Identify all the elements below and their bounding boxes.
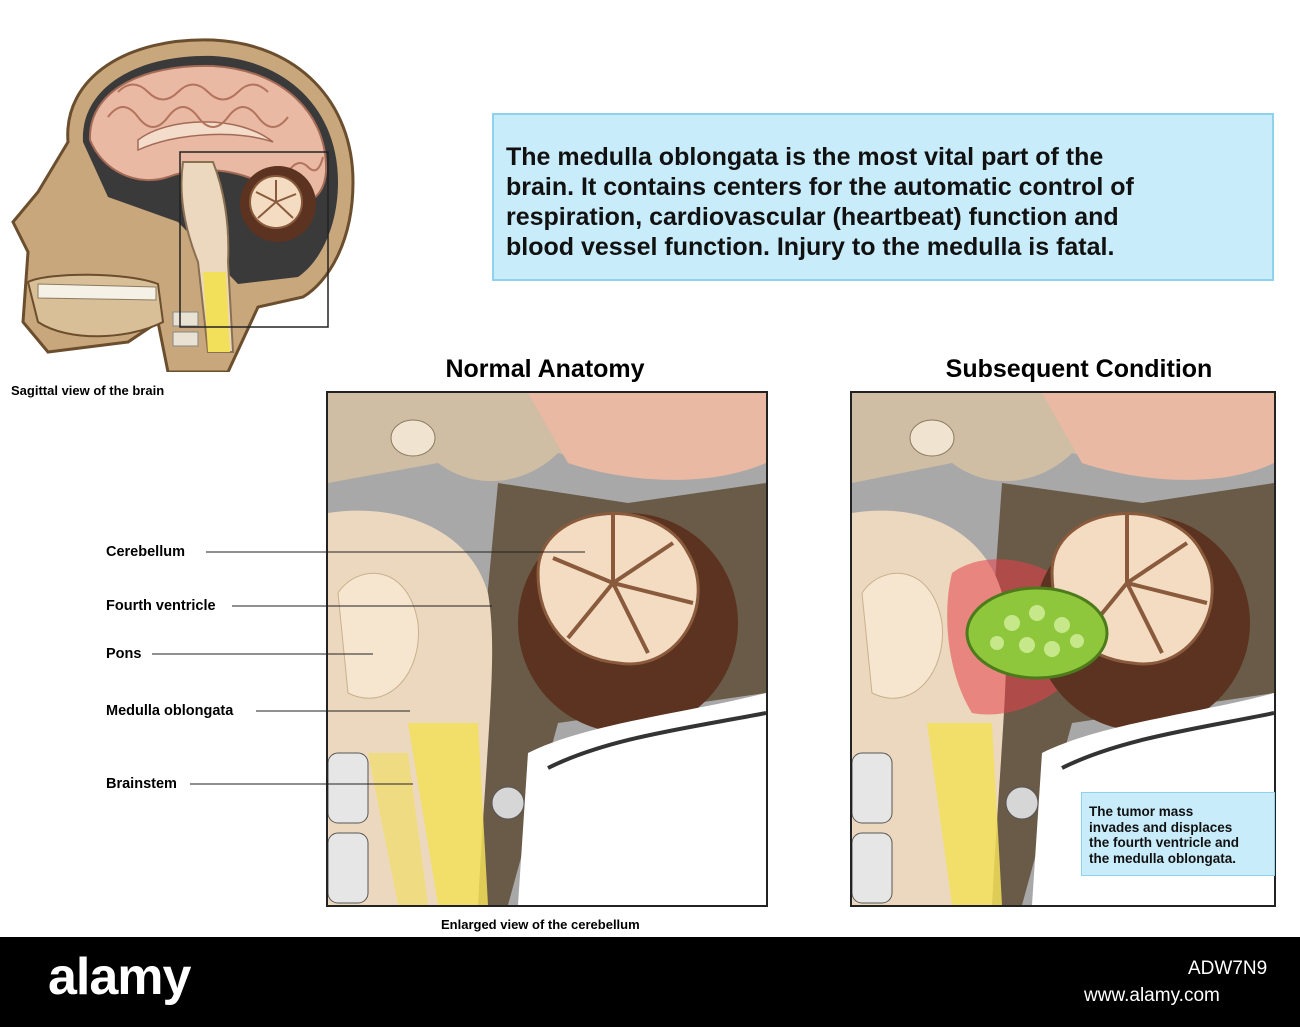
info-line-1: The medulla oblongata is the most vital … (506, 143, 1104, 171)
sagittal-head-illustration (11, 38, 355, 372)
subsequent-condition-heading: Subsequent Condition (945, 355, 1213, 383)
label-pons: Pons (106, 646, 142, 662)
info-line-4: blood vessel function. Injury to the med… (506, 233, 1115, 261)
normal-anatomy-heading: Normal Anatomy (445, 355, 645, 383)
tumor-note-line-4: the medulla oblongata. (1089, 850, 1237, 866)
leader-lines (152, 551, 585, 785)
label-medulla-oblongata: Medulla oblongata (106, 703, 234, 719)
info-line-3: respiration, cardiovascular (heartbeat) … (506, 203, 1119, 231)
tumor-note: The tumor mass invades and displaces the… (1081, 792, 1275, 876)
normal-anatomy-panel (326, 391, 768, 907)
alamy-logo: alamy (48, 948, 191, 1006)
info-line-2: brain. It contains centers for the autom… (506, 173, 1134, 201)
tumor-note-line-1: The tumor mass (1089, 804, 1194, 819)
label-fourth-ventricle: Fourth ventricle (106, 598, 216, 614)
info-box: The medulla oblongata is the most vital … (492, 113, 1274, 281)
subsequent-condition-illustration (852, 393, 1274, 905)
normal-anatomy-illustration (328, 393, 766, 905)
label-cerebellum: Cerebellum (106, 544, 185, 560)
tumor-note-line-3: the fourth ventricle and (1089, 835, 1240, 850)
image-id: ADW7N9 (1188, 958, 1268, 979)
sagittal-caption: Sagittal view of the brain (11, 383, 165, 398)
footer-url: www.alamy.com (1084, 985, 1220, 1006)
label-brainstem: Brainstem (106, 776, 177, 792)
tumor-note-line-2: invades and displaces (1089, 819, 1233, 835)
enlarged-view-caption: Enlarged view of the cerebellum (441, 917, 640, 932)
footer-bar (0, 937, 1300, 1027)
